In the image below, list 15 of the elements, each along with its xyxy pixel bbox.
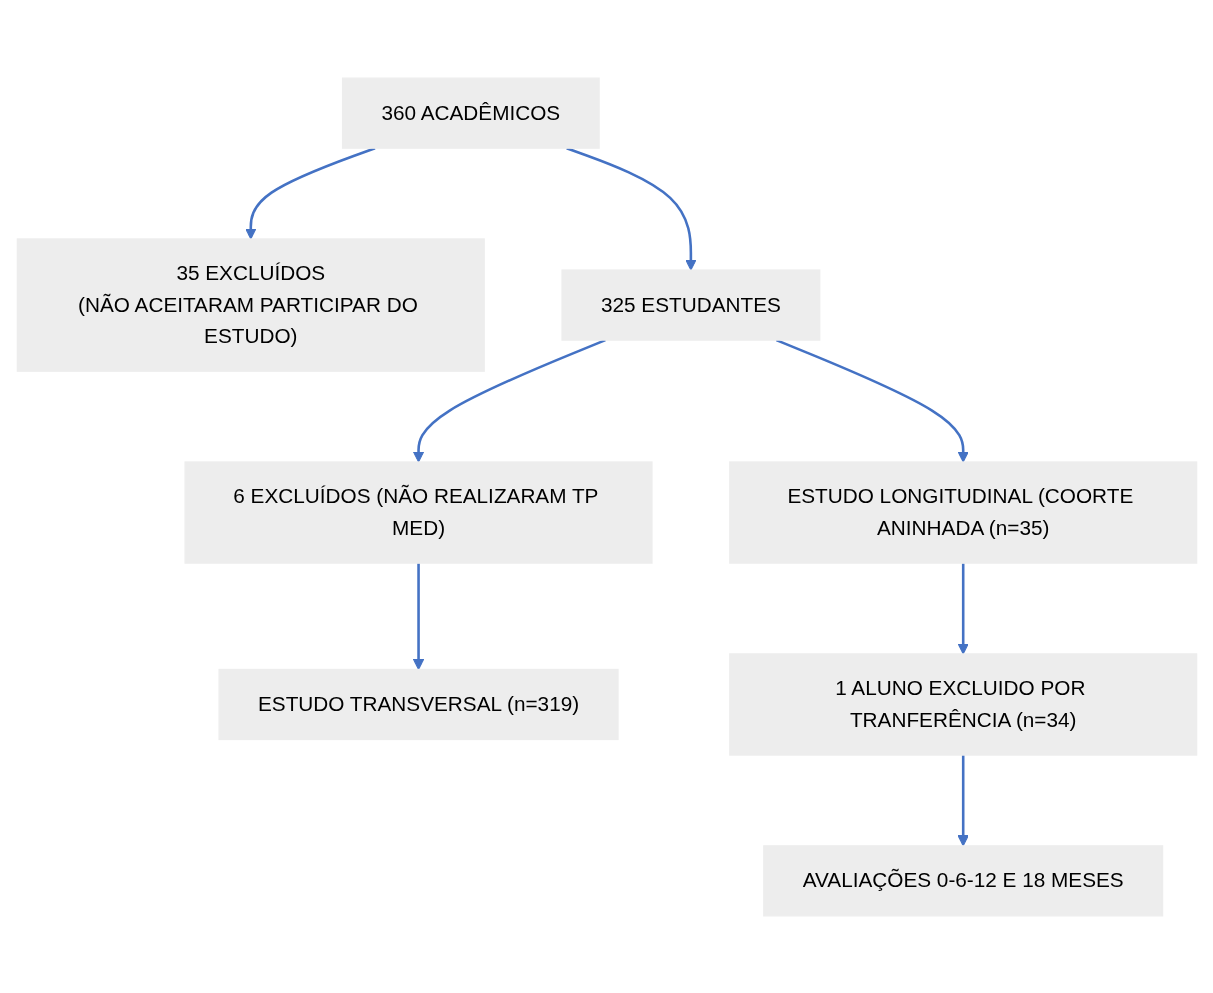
arrow (244, 146, 375, 239)
node-box: 325 ESTUDANTES (560, 268, 820, 341)
node-box: ESTUDO TRANSVERSAL (n=319) (217, 668, 619, 740)
node-box: 1 ALUNO EXCLUIDO POR TRANFERÊNCIA (n=34) (728, 652, 1197, 756)
arrow (775, 338, 969, 462)
arrow (565, 146, 697, 271)
arrow (957, 562, 969, 654)
node-box: 6 EXCLUÍDOS (NÃO REALIZARAM TP MED) (184, 460, 653, 564)
node-box: ESTUDO LONGITUDINAL (COORTE ANINHADA (n=35) (728, 460, 1197, 564)
node-box: 35 EXCLUÍDOS (NÃO ACEITARAM PARTICIPAR DO ESTUDO) (16, 237, 485, 372)
node-box: AVALIAÇÕES 0-6-12 E 18 MESES (762, 844, 1163, 916)
node-box: 360 ACADÊMICOS (341, 77, 600, 149)
arrow (412, 338, 606, 462)
arrow (412, 562, 424, 670)
arrow (957, 754, 969, 846)
